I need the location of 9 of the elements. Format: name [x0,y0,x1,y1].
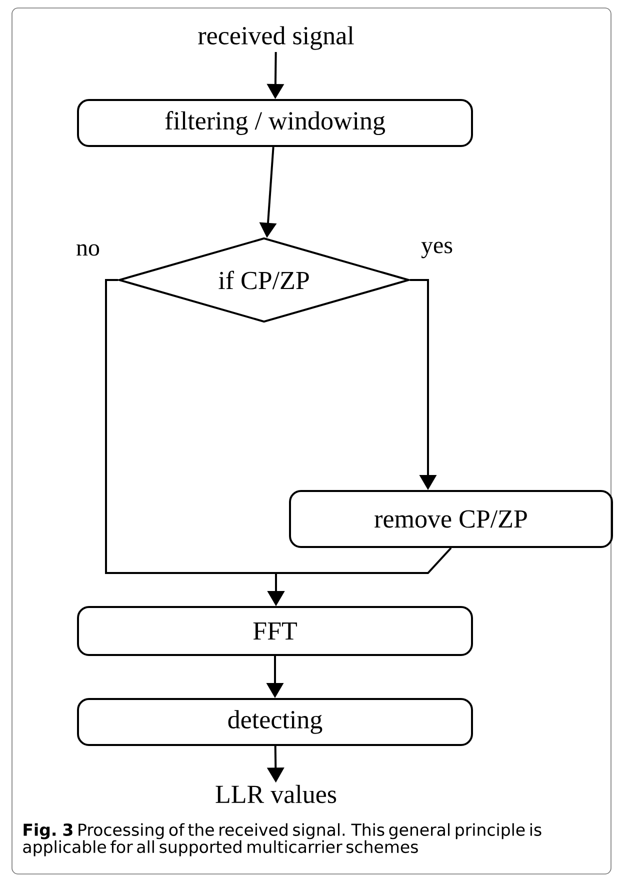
flow-text: received signal [198,26,354,50]
process-box: remove CP/ZP [289,490,613,548]
process-box: detecting [77,698,473,746]
process-box: filtering / windowing [77,99,473,147]
edge-label: no [75,243,101,257]
caption: Fig. 3 Processing of the received signal. This general principle is applicable for all supported multicarrier schemes [23,823,542,856]
edge-label: yes [420,240,454,260]
flow-text: LLR values [216,784,336,804]
process-box: FFT [77,606,473,656]
